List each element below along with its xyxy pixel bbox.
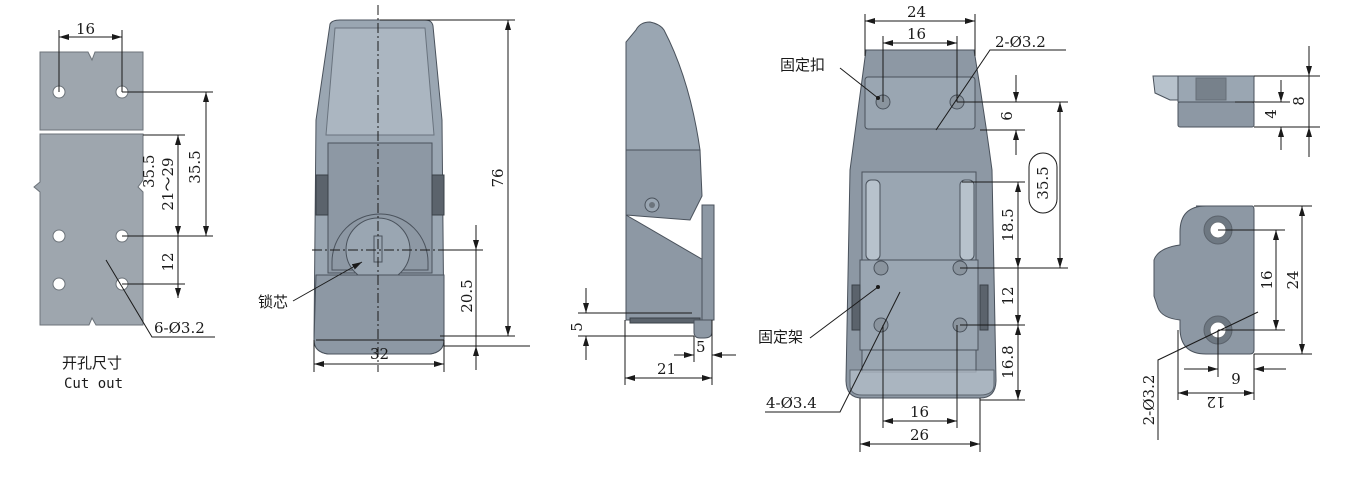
cutout-title-cn: 开孔尺寸 xyxy=(62,354,122,372)
dim-label: 6-Ø3.2 xyxy=(154,319,205,337)
dim-label: 5 xyxy=(568,322,586,332)
dim-label: 20.5 xyxy=(458,279,476,312)
dim-label: 4-Ø3.4 xyxy=(766,394,817,412)
dim-label: 21～29 xyxy=(159,157,177,210)
dim-label: 5 xyxy=(696,338,706,356)
dim-label: 18.5 xyxy=(999,208,1017,241)
dim-label: 76 xyxy=(489,168,507,187)
dim-label: 35.5 xyxy=(140,155,158,188)
bracket-label: 固定架 xyxy=(758,328,803,346)
dim-label: 16 xyxy=(76,20,95,38)
dim-label: 12 xyxy=(999,286,1017,305)
cutout-plate xyxy=(39,51,144,131)
dim-label: 2-Ø3.2 xyxy=(995,33,1046,51)
dim-label: 4 xyxy=(1262,109,1280,119)
cutout-title-en: Cut out xyxy=(64,376,123,392)
dim-label: 26 xyxy=(910,426,929,444)
dim-label: 16 xyxy=(907,25,926,43)
dim-label: 12 xyxy=(1206,393,1225,411)
dim-label: 21 xyxy=(657,360,676,378)
dim-label: 12 xyxy=(159,252,177,271)
dim-label: 8 xyxy=(1290,96,1308,106)
dim-label: 35.5 xyxy=(1034,166,1052,199)
dim-label: 6 xyxy=(1231,369,1241,387)
catch-label: 固定扣 xyxy=(780,56,825,74)
side-view xyxy=(578,21,736,385)
cutout-view: 35.5 xyxy=(33,30,215,338)
dim-label: 6 xyxy=(998,111,1016,121)
dim-label: 2-Ø3.2 xyxy=(1140,375,1158,426)
cutout-hole xyxy=(52,229,66,243)
catch-top-view xyxy=(1153,205,1312,440)
front-view xyxy=(292,5,530,372)
catch-side-view xyxy=(1152,46,1320,157)
lock-core-label: 锁芯 xyxy=(258,293,288,311)
dim-label: 16 xyxy=(910,403,929,421)
dim-label: 24 xyxy=(907,3,926,21)
dim-label: 16.8 xyxy=(999,345,1017,378)
dim-label: 24 xyxy=(1284,270,1302,289)
dim-label: 16 xyxy=(1258,270,1276,289)
cutout-hole xyxy=(52,277,66,291)
cutout-plate-lower xyxy=(33,133,144,326)
dim-label: 32 xyxy=(370,345,389,363)
back-view xyxy=(765,14,1068,452)
dim-label: 35.5 xyxy=(186,150,204,183)
